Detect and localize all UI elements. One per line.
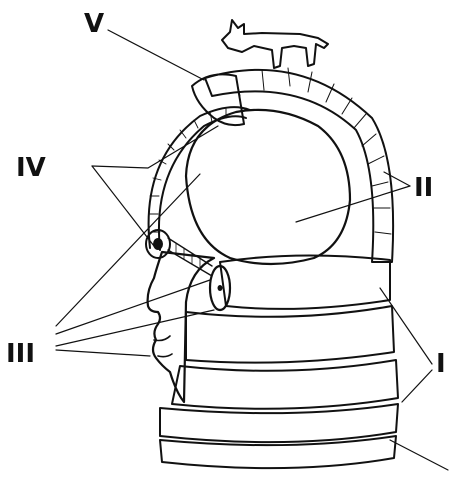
ear-ornament <box>210 266 230 310</box>
leader-lines <box>56 30 448 470</box>
face <box>148 252 214 402</box>
crest-arc <box>205 68 393 262</box>
top-ridge <box>192 74 244 125</box>
label-iii: III <box>6 339 35 369</box>
label-ii: II <box>414 173 433 203</box>
hair-disc <box>186 110 350 264</box>
label-v: V <box>84 9 104 39</box>
animal-figurine <box>222 20 328 68</box>
label-i: I <box>436 349 446 379</box>
neck-rings <box>160 255 398 468</box>
label-iv: IV <box>16 153 46 183</box>
